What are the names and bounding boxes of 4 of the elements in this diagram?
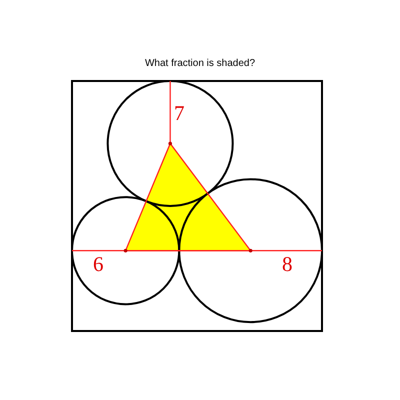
length-label: 8 — [282, 254, 292, 275]
length-label: 6 — [93, 254, 104, 275]
title: What fraction is shaded? — [144, 58, 256, 69]
length-label: 7 — [174, 103, 184, 124]
